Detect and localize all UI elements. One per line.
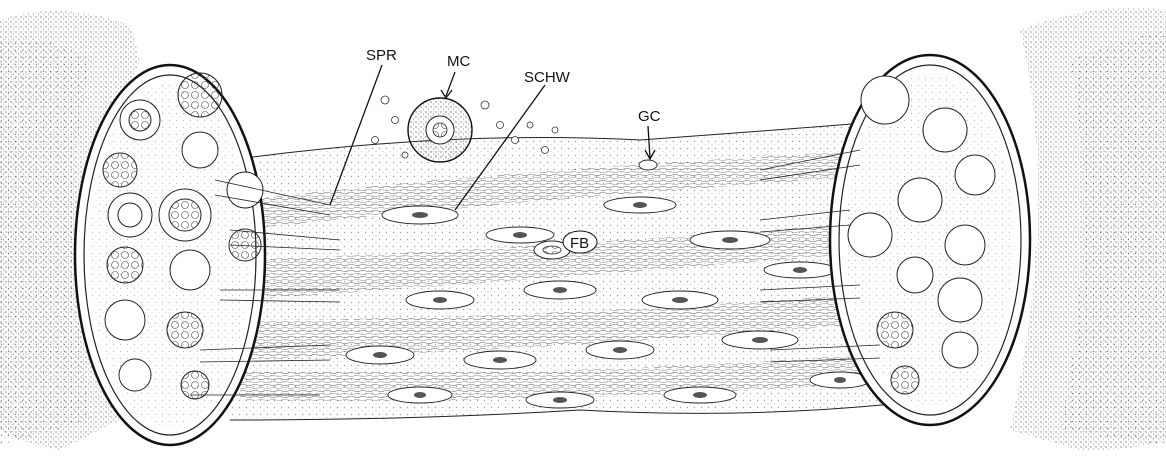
label-gc: GC (638, 108, 661, 125)
macrophage (408, 98, 472, 162)
label-schw: SCHW (524, 69, 571, 86)
granulocyte (639, 160, 657, 170)
label-fb: FB (570, 235, 589, 252)
right-epineurial-tissue (1010, 8, 1166, 451)
label-spr: SPR (366, 47, 397, 64)
label-mc: MC (447, 53, 470, 70)
